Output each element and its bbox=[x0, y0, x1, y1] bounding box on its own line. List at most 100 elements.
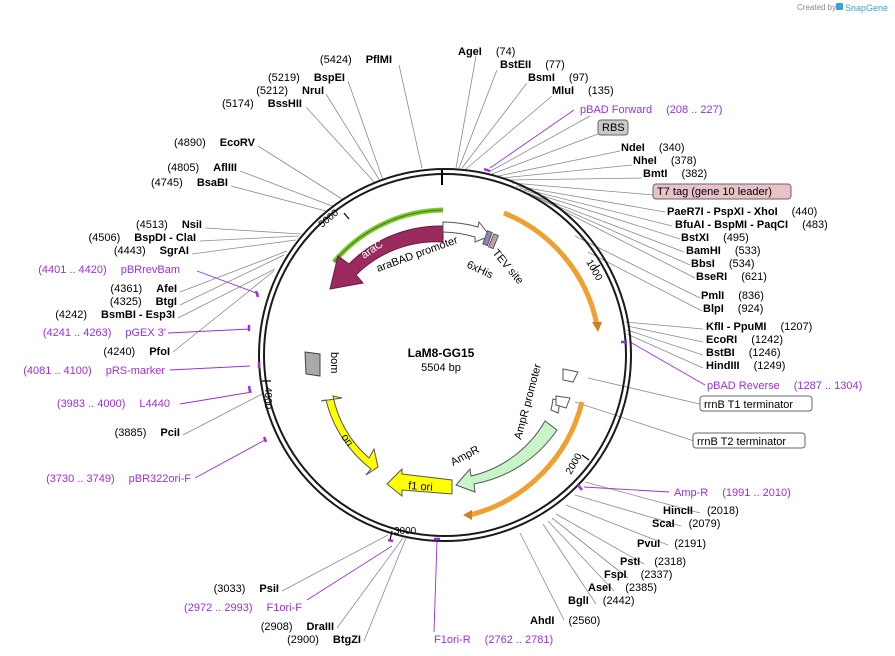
svg-text:(5424)PflMI: (5424)PflMI bbox=[320, 54, 392, 66]
svg-text:(4361)AfeI: (4361)AfeI bbox=[110, 283, 177, 295]
site-name: NdeI bbox=[621, 142, 645, 154]
site-name: BglI bbox=[568, 595, 589, 607]
svg-text:BstEII(77): BstEII (77) bbox=[500, 59, 565, 71]
site-name: PmlI bbox=[701, 290, 724, 302]
primer-range: (3730 .. 3749) bbox=[46, 473, 115, 485]
svg-text:BseRI(621): BseRI(621) bbox=[696, 271, 767, 283]
svg-text:BglI(2442): BglI (2442) bbox=[568, 595, 635, 607]
svg-text:(3983 .. 4000)L4440: (3983 .. 4000) L4440 bbox=[57, 398, 170, 410]
site-pos: (4242) bbox=[55, 309, 87, 321]
site-name: HincII bbox=[663, 505, 693, 517]
site-pos: (382) bbox=[681, 168, 707, 180]
svg-text:KflI - PpuMI(1207): KflI - PpuMI(1207) bbox=[706, 321, 812, 333]
rrnb-t2-feature[interactable] bbox=[555, 395, 571, 409]
primer-range: (4081 .. 4100) bbox=[23, 365, 92, 377]
site-name: BstEII bbox=[500, 59, 531, 71]
site-pos: (4506) bbox=[88, 232, 120, 244]
site-pos: (2079) bbox=[689, 518, 721, 530]
site-name: BsaBI bbox=[197, 177, 228, 189]
site-pos: (495) bbox=[723, 232, 749, 244]
rrnb-t1-box[interactable] bbox=[699, 395, 813, 412]
site-pos: (534) bbox=[729, 258, 755, 270]
svg-text:PstI(2318): PstI(2318) bbox=[620, 556, 686, 568]
site-pos: (4443) bbox=[114, 245, 146, 257]
site-pos: (5174) bbox=[222, 98, 254, 110]
svg-text:EcoRI(1242): EcoRI(1242) bbox=[706, 334, 783, 346]
ori-label: ori bbox=[339, 432, 356, 449]
arac-feature[interactable] bbox=[329, 225, 444, 290]
svg-text:BstBI(1246): BstBI (1246) bbox=[706, 347, 781, 359]
svg-text:(4240)PfoI: (4240) PfoI bbox=[103, 346, 170, 358]
site-name: BspEI bbox=[314, 72, 345, 84]
site-pos: (4240) bbox=[103, 346, 135, 358]
site-name: PfoI bbox=[149, 346, 170, 358]
plasmid-size: 5504 bp bbox=[421, 362, 461, 374]
primer-name: pBR322ori-F bbox=[129, 473, 192, 485]
svg-text:(4325)BtgI: (4325)BtgI bbox=[110, 296, 177, 308]
backbone-inner bbox=[263, 173, 627, 537]
site-name: BspDI - ClaI bbox=[134, 232, 196, 244]
site-pos: (2337) bbox=[641, 569, 673, 581]
primer-range: (1991 .. 2010) bbox=[722, 487, 791, 499]
rrnb-t1-feature[interactable] bbox=[562, 368, 579, 383]
primer-labels: pBAD Forward(208 .. 227) pBAD Reverse(12… bbox=[23, 104, 862, 646]
primer-name: L4440 bbox=[139, 398, 170, 410]
site-pos: (2191) bbox=[674, 538, 706, 550]
site-name: EcoRV bbox=[220, 137, 256, 149]
svg-text:(5174)BssHII: (5174)BssHII bbox=[222, 98, 302, 110]
site-pos: (135) bbox=[588, 85, 614, 97]
site-pos: (1246) bbox=[749, 347, 781, 359]
svg-text:(2908)DraIII: (2908)DraIII bbox=[261, 621, 334, 633]
site-pos: (533) bbox=[735, 245, 761, 257]
site-pos: (2442) bbox=[603, 595, 635, 607]
bom-feature[interactable] bbox=[304, 351, 321, 377]
sixhis-feature[interactable] bbox=[482, 230, 493, 247]
primer-name: pBAD Forward bbox=[580, 104, 652, 116]
svg-text:BbsI(534): BbsI(534) bbox=[691, 258, 755, 270]
primer-name: Amp-R bbox=[674, 487, 708, 499]
orf-2-arc bbox=[469, 401, 585, 518]
f1-ori-feature[interactable] bbox=[386, 467, 453, 498]
plasmid-name: LaM8-GG15 bbox=[408, 346, 475, 360]
site-name: NruI bbox=[302, 85, 324, 97]
site-name: BsmI bbox=[528, 72, 555, 84]
sites-left: (5424)PflMI (5219)BspEI (5212)NruI (5174… bbox=[55, 54, 392, 646]
svg-text:(3033)PsiI: (3033)PsiI bbox=[214, 583, 279, 595]
primer-range: (3983 .. 4000) bbox=[57, 398, 126, 410]
svg-text:PaeR7I - PspXI - XhoI(440): PaeR7I - PspXI - XhoI(440) bbox=[667, 206, 817, 218]
site-name: BtgZI bbox=[333, 634, 361, 646]
site-name: NheI bbox=[633, 155, 657, 167]
rrnb-t2-box[interactable] bbox=[692, 432, 806, 449]
svg-text:BlpI(924): BlpI(924) bbox=[703, 303, 763, 315]
svg-text:BamHI(533): BamHI(533) bbox=[686, 245, 761, 257]
site-pos: (4890) bbox=[174, 137, 206, 149]
svg-text:PmlI(836): PmlI (836) bbox=[701, 290, 764, 302]
site-name: FspI bbox=[604, 569, 627, 581]
arabad-promoter-feature[interactable] bbox=[442, 220, 491, 243]
primer-name: F1ori-F bbox=[267, 602, 303, 614]
t7-tag-box[interactable] bbox=[652, 183, 792, 200]
svg-text:AgeI(74): AgeI(74) bbox=[458, 46, 515, 58]
ori-feature[interactable] bbox=[320, 395, 379, 476]
site-pos: (2560) bbox=[568, 615, 600, 627]
ruler-5000: 5000 bbox=[317, 207, 341, 230]
ruler-3000: 3000 bbox=[394, 526, 417, 537]
primer-range: (208 .. 227) bbox=[666, 104, 722, 116]
svg-text:(3885)PciI: (3885)PciI bbox=[115, 427, 180, 439]
site-name: KflI - PpuMI bbox=[706, 321, 767, 333]
site-pos: (836) bbox=[738, 290, 764, 302]
site-pos: (2908) bbox=[261, 621, 293, 633]
site-pos: (74) bbox=[496, 46, 516, 58]
svg-text:(5212)NruI: (5212)NruI bbox=[256, 85, 324, 97]
t7-tag-label: T7 tag (gene 10 leader) bbox=[657, 186, 772, 198]
tev-site-feature[interactable] bbox=[488, 233, 499, 250]
site-name: ScaI bbox=[652, 518, 675, 530]
ampr-feature[interactable] bbox=[455, 420, 558, 493]
site-name: BstXI bbox=[681, 232, 709, 244]
site-pos: (77) bbox=[545, 59, 565, 71]
site-name: BstBI bbox=[706, 347, 735, 359]
svg-text:AhdI(2560): AhdI(2560) bbox=[530, 615, 600, 627]
rbs-box[interactable] bbox=[597, 119, 629, 136]
site-name: MluI bbox=[552, 85, 574, 97]
